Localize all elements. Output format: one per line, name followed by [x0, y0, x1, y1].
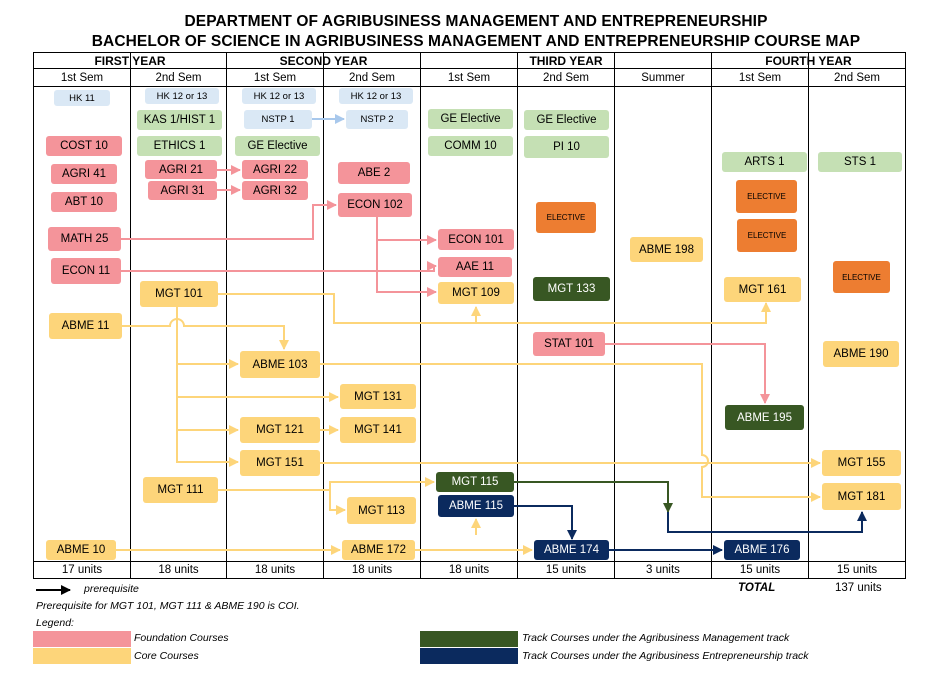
- course-mgt133[interactable]: MGT 133: [533, 277, 610, 301]
- course-elective[interactable]: ELECTIVE: [737, 219, 797, 252]
- page-subtitle: BACHELOR OF SCIENCE IN AGRIBUSINESS MANA…: [91, 33, 861, 50]
- column-divider: [323, 52, 324, 579]
- course-sts1[interactable]: STS 1: [818, 152, 902, 172]
- legend-prerequisite: prerequisite: [84, 583, 139, 595]
- map-body: [33, 86, 906, 562]
- column-divider: [808, 52, 809, 579]
- course-abme176[interactable]: ABME 176: [724, 540, 800, 560]
- arrow-mgt101-branch: [176, 307, 239, 467]
- course-ge-elective[interactable]: GE Elective: [428, 109, 513, 129]
- course-mgt101[interactable]: MGT 101: [140, 281, 218, 307]
- units-cell: 15 units: [808, 561, 906, 579]
- course-abme115[interactable]: ABME 115: [438, 495, 514, 517]
- course-abme198[interactable]: ABME 198: [630, 237, 703, 262]
- legend-foundation: Foundation Courses: [134, 632, 229, 644]
- legend-swatch-foundation: [33, 631, 131, 647]
- arrow-math25-econ102: [121, 200, 337, 240]
- column-divider: [130, 52, 131, 579]
- course-abme195[interactable]: ABME 195: [725, 405, 804, 430]
- course-mgt131[interactable]: MGT 131: [340, 384, 416, 409]
- legend-track-ent: Track Courses under the Agribusiness Ent…: [522, 650, 809, 662]
- arrow-stat101-abme195: [605, 343, 770, 404]
- course-hk12-13[interactable]: HK 12 or 13: [339, 88, 413, 104]
- course-hk11[interactable]: HK 11: [54, 90, 110, 106]
- course-map-grid: FIRST YEAR SECOND YEAR THIRD YEAR FOURTH…: [33, 52, 906, 579]
- course-econ102[interactable]: ECON 102: [338, 193, 412, 217]
- course-mgt161[interactable]: MGT 161: [724, 277, 801, 302]
- legend-title: Legend:: [36, 617, 74, 629]
- arrow-mgt115-track: [514, 481, 673, 513]
- course-elective[interactable]: ELECTIVE: [833, 261, 890, 293]
- legend-arrow-icon: [36, 585, 71, 595]
- course-ge-elective[interactable]: GE Elective: [524, 110, 609, 130]
- course-nstp1[interactable]: NSTP 1: [244, 110, 312, 129]
- course-math25[interactable]: MATH 25: [48, 227, 121, 251]
- page-title: DEPARTMENT OF AGRIBUSINESS MANAGEMENT AN…: [184, 13, 768, 30]
- column-divider: [420, 52, 421, 579]
- course-mgt113[interactable]: MGT 113: [347, 497, 416, 524]
- arrow-abme103-mgt181: [320, 363, 821, 502]
- course-stat101[interactable]: STAT 101: [533, 332, 605, 356]
- course-agri21[interactable]: AGRI 21: [145, 160, 217, 179]
- course-abme11[interactable]: ABME 11: [49, 313, 122, 339]
- arrow-econ102-mgt109: [376, 217, 437, 297]
- legend-track-mgt: Track Courses under the Agribusiness Man…: [522, 632, 790, 644]
- arrow-abme115-abme174: [514, 505, 577, 540]
- column-divider: [711, 52, 712, 579]
- course-mgt181[interactable]: MGT 181: [822, 483, 901, 510]
- course-cost10[interactable]: COST 10: [46, 136, 122, 156]
- course-hk12-13[interactable]: HK 12 or 13: [242, 88, 316, 104]
- legend-swatch-track-ent: [420, 648, 518, 664]
- course-arts1[interactable]: ARTS 1: [722, 152, 807, 172]
- course-abt10[interactable]: ABT 10: [51, 192, 117, 212]
- course-nstp2[interactable]: NSTP 2: [346, 110, 408, 129]
- course-mgt141[interactable]: MGT 141: [340, 417, 416, 443]
- column-divider: [614, 52, 615, 579]
- course-mgt155[interactable]: MGT 155: [822, 450, 901, 476]
- arrow-mgt111-mgt115: [218, 477, 435, 491]
- course-agri31[interactable]: AGRI 31: [148, 181, 217, 200]
- course-agri22[interactable]: AGRI 22: [242, 160, 308, 179]
- arrow-mgt111-mgt113: [329, 490, 346, 515]
- course-agri41[interactable]: AGRI 41: [51, 164, 117, 184]
- course-abme174[interactable]: ABME 174: [534, 540, 609, 560]
- course-abme103[interactable]: ABME 103: [240, 351, 320, 378]
- course-elective[interactable]: ELECTIVE: [736, 180, 797, 213]
- course-aae11[interactable]: AAE 11: [438, 257, 512, 277]
- course-agri32[interactable]: AGRI 32: [242, 181, 308, 200]
- column-divider: [517, 52, 518, 579]
- course-mgt115[interactable]: MGT 115: [436, 472, 514, 492]
- course-abme10[interactable]: ABME 10: [46, 540, 116, 560]
- course-econ11[interactable]: ECON 11: [51, 258, 121, 284]
- legend-swatch-core: [33, 648, 131, 664]
- legend-core: Core Courses: [134, 650, 199, 662]
- course-elective[interactable]: ELECTIVE: [536, 202, 596, 233]
- column-divider: [226, 52, 227, 579]
- course-mgt151[interactable]: MGT 151: [240, 450, 320, 476]
- total-units: 137 units: [835, 582, 882, 594]
- course-mgt111[interactable]: MGT 111: [143, 477, 218, 503]
- course-abme172[interactable]: ABME 172: [342, 540, 415, 560]
- course-econ101[interactable]: ECON 101: [438, 229, 514, 250]
- course-ethics1[interactable]: ETHICS 1: [137, 136, 222, 156]
- arrow-abme11-abme103: [122, 318, 289, 350]
- course-kas1-hist1[interactable]: KAS 1/HIST 1: [137, 110, 222, 130]
- course-pi10[interactable]: PI 10: [524, 136, 609, 158]
- arrow-econ11-aae11: [121, 261, 437, 272]
- arrow-mgt101-mgt161: [218, 293, 771, 324]
- legend-swatch-track-mgt: [420, 631, 518, 647]
- course-mgt109[interactable]: MGT 109: [438, 282, 514, 304]
- course-abme190[interactable]: ABME 190: [823, 341, 899, 367]
- arrow-to-mgt181: [667, 511, 867, 533]
- course-ge-elective[interactable]: GE Elective: [235, 136, 320, 156]
- course-abe2[interactable]: ABE 2: [338, 162, 410, 184]
- course-comm10[interactable]: COMM 10: [428, 136, 513, 156]
- coi-note: Prerequisite for MGT 101, MGT 111 & ABME…: [36, 600, 300, 612]
- course-hk12-13[interactable]: HK 12 or 13: [145, 88, 219, 104]
- total-label: TOTAL: [738, 582, 776, 594]
- course-mgt121[interactable]: MGT 121: [240, 417, 320, 443]
